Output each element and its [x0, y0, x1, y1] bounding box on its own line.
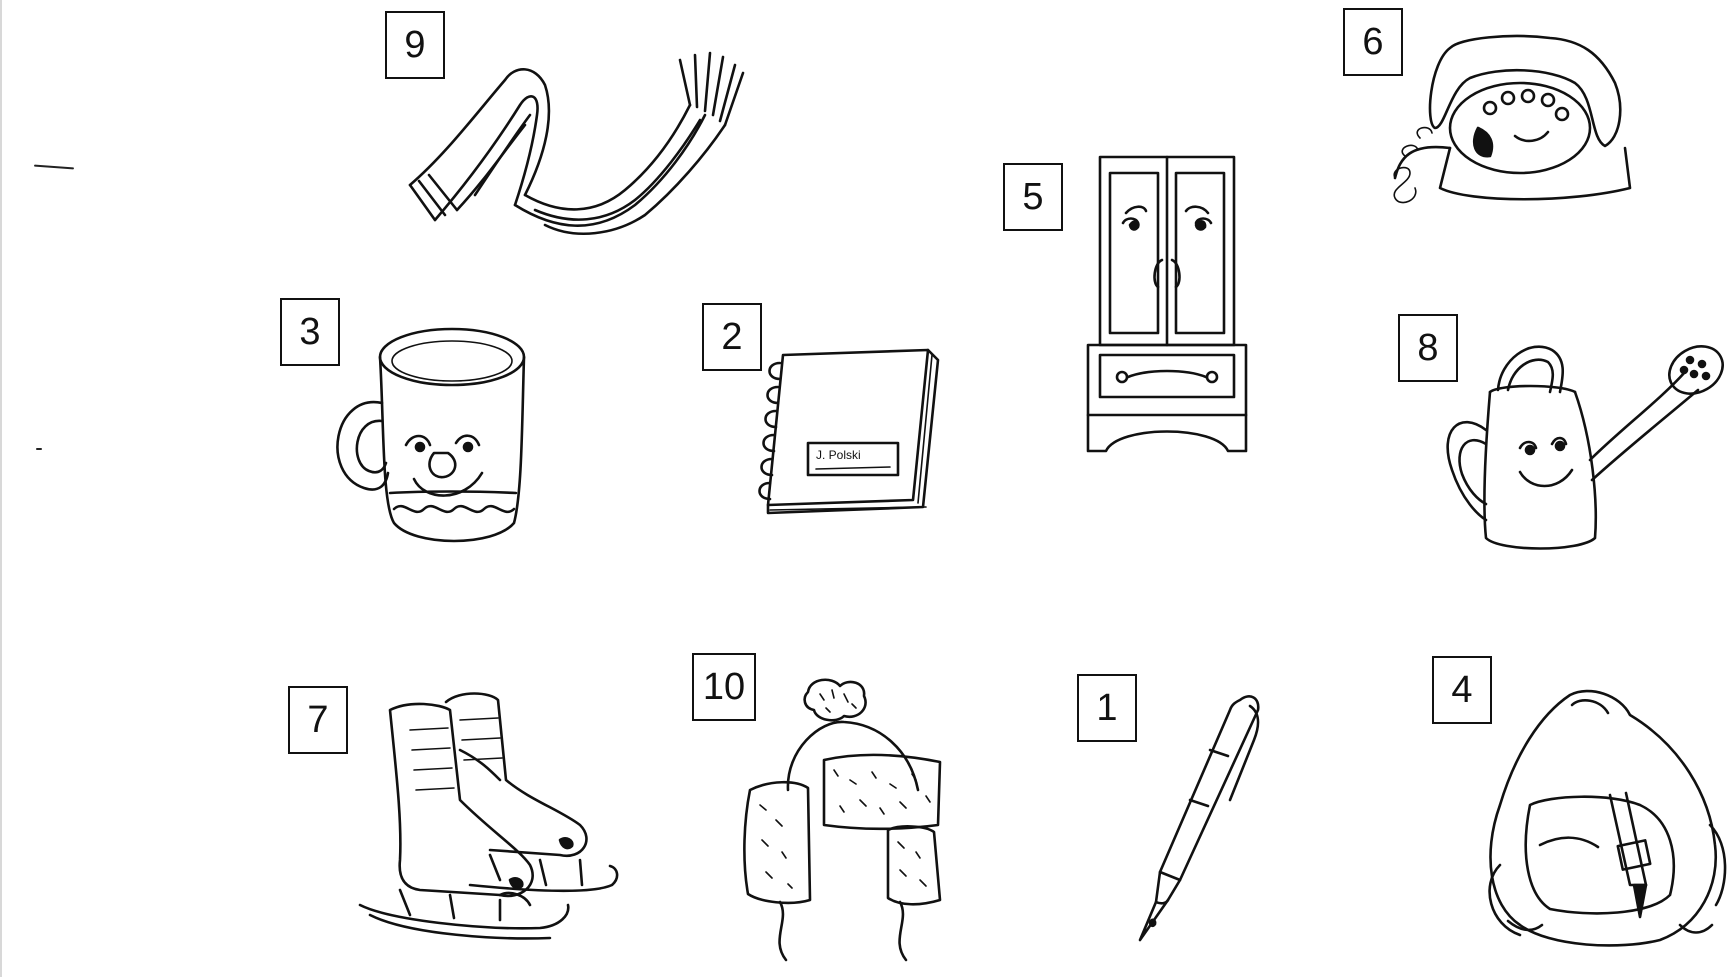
number-box-scarf: 9 [385, 11, 445, 79]
winter-hat-icon [740, 678, 980, 970]
watering-can-icon [1440, 340, 1730, 555]
page-edge [0, 0, 2, 977]
number-box-mug: 3 [280, 298, 340, 366]
number-box-watering-can: 8 [1398, 314, 1458, 382]
mug-icon [324, 323, 546, 551]
notebook-label: J. Polski [816, 448, 861, 462]
scarf-icon [405, 45, 745, 245]
wardrobe-icon [1078, 155, 1256, 453]
number-box-backpack: 4 [1432, 656, 1492, 724]
fountain-pen-icon [1120, 690, 1270, 950]
number-box-telephone: 6 [1343, 8, 1403, 76]
ice-skates-icon [350, 690, 630, 955]
backpack-icon [1480, 685, 1730, 955]
stray-mark [36, 448, 42, 450]
notebook-icon: J. Polski [748, 345, 943, 515]
number-box-winter-hat: 10 [692, 653, 756, 721]
number-box-notebook: 2 [702, 303, 762, 371]
stray-mark [33, 164, 75, 170]
number-box-wardrobe: 5 [1003, 163, 1063, 231]
telephone-icon [1390, 28, 1660, 213]
number-box-fountain-pen: 1 [1077, 674, 1137, 742]
number-box-ice-skates: 7 [288, 686, 348, 754]
